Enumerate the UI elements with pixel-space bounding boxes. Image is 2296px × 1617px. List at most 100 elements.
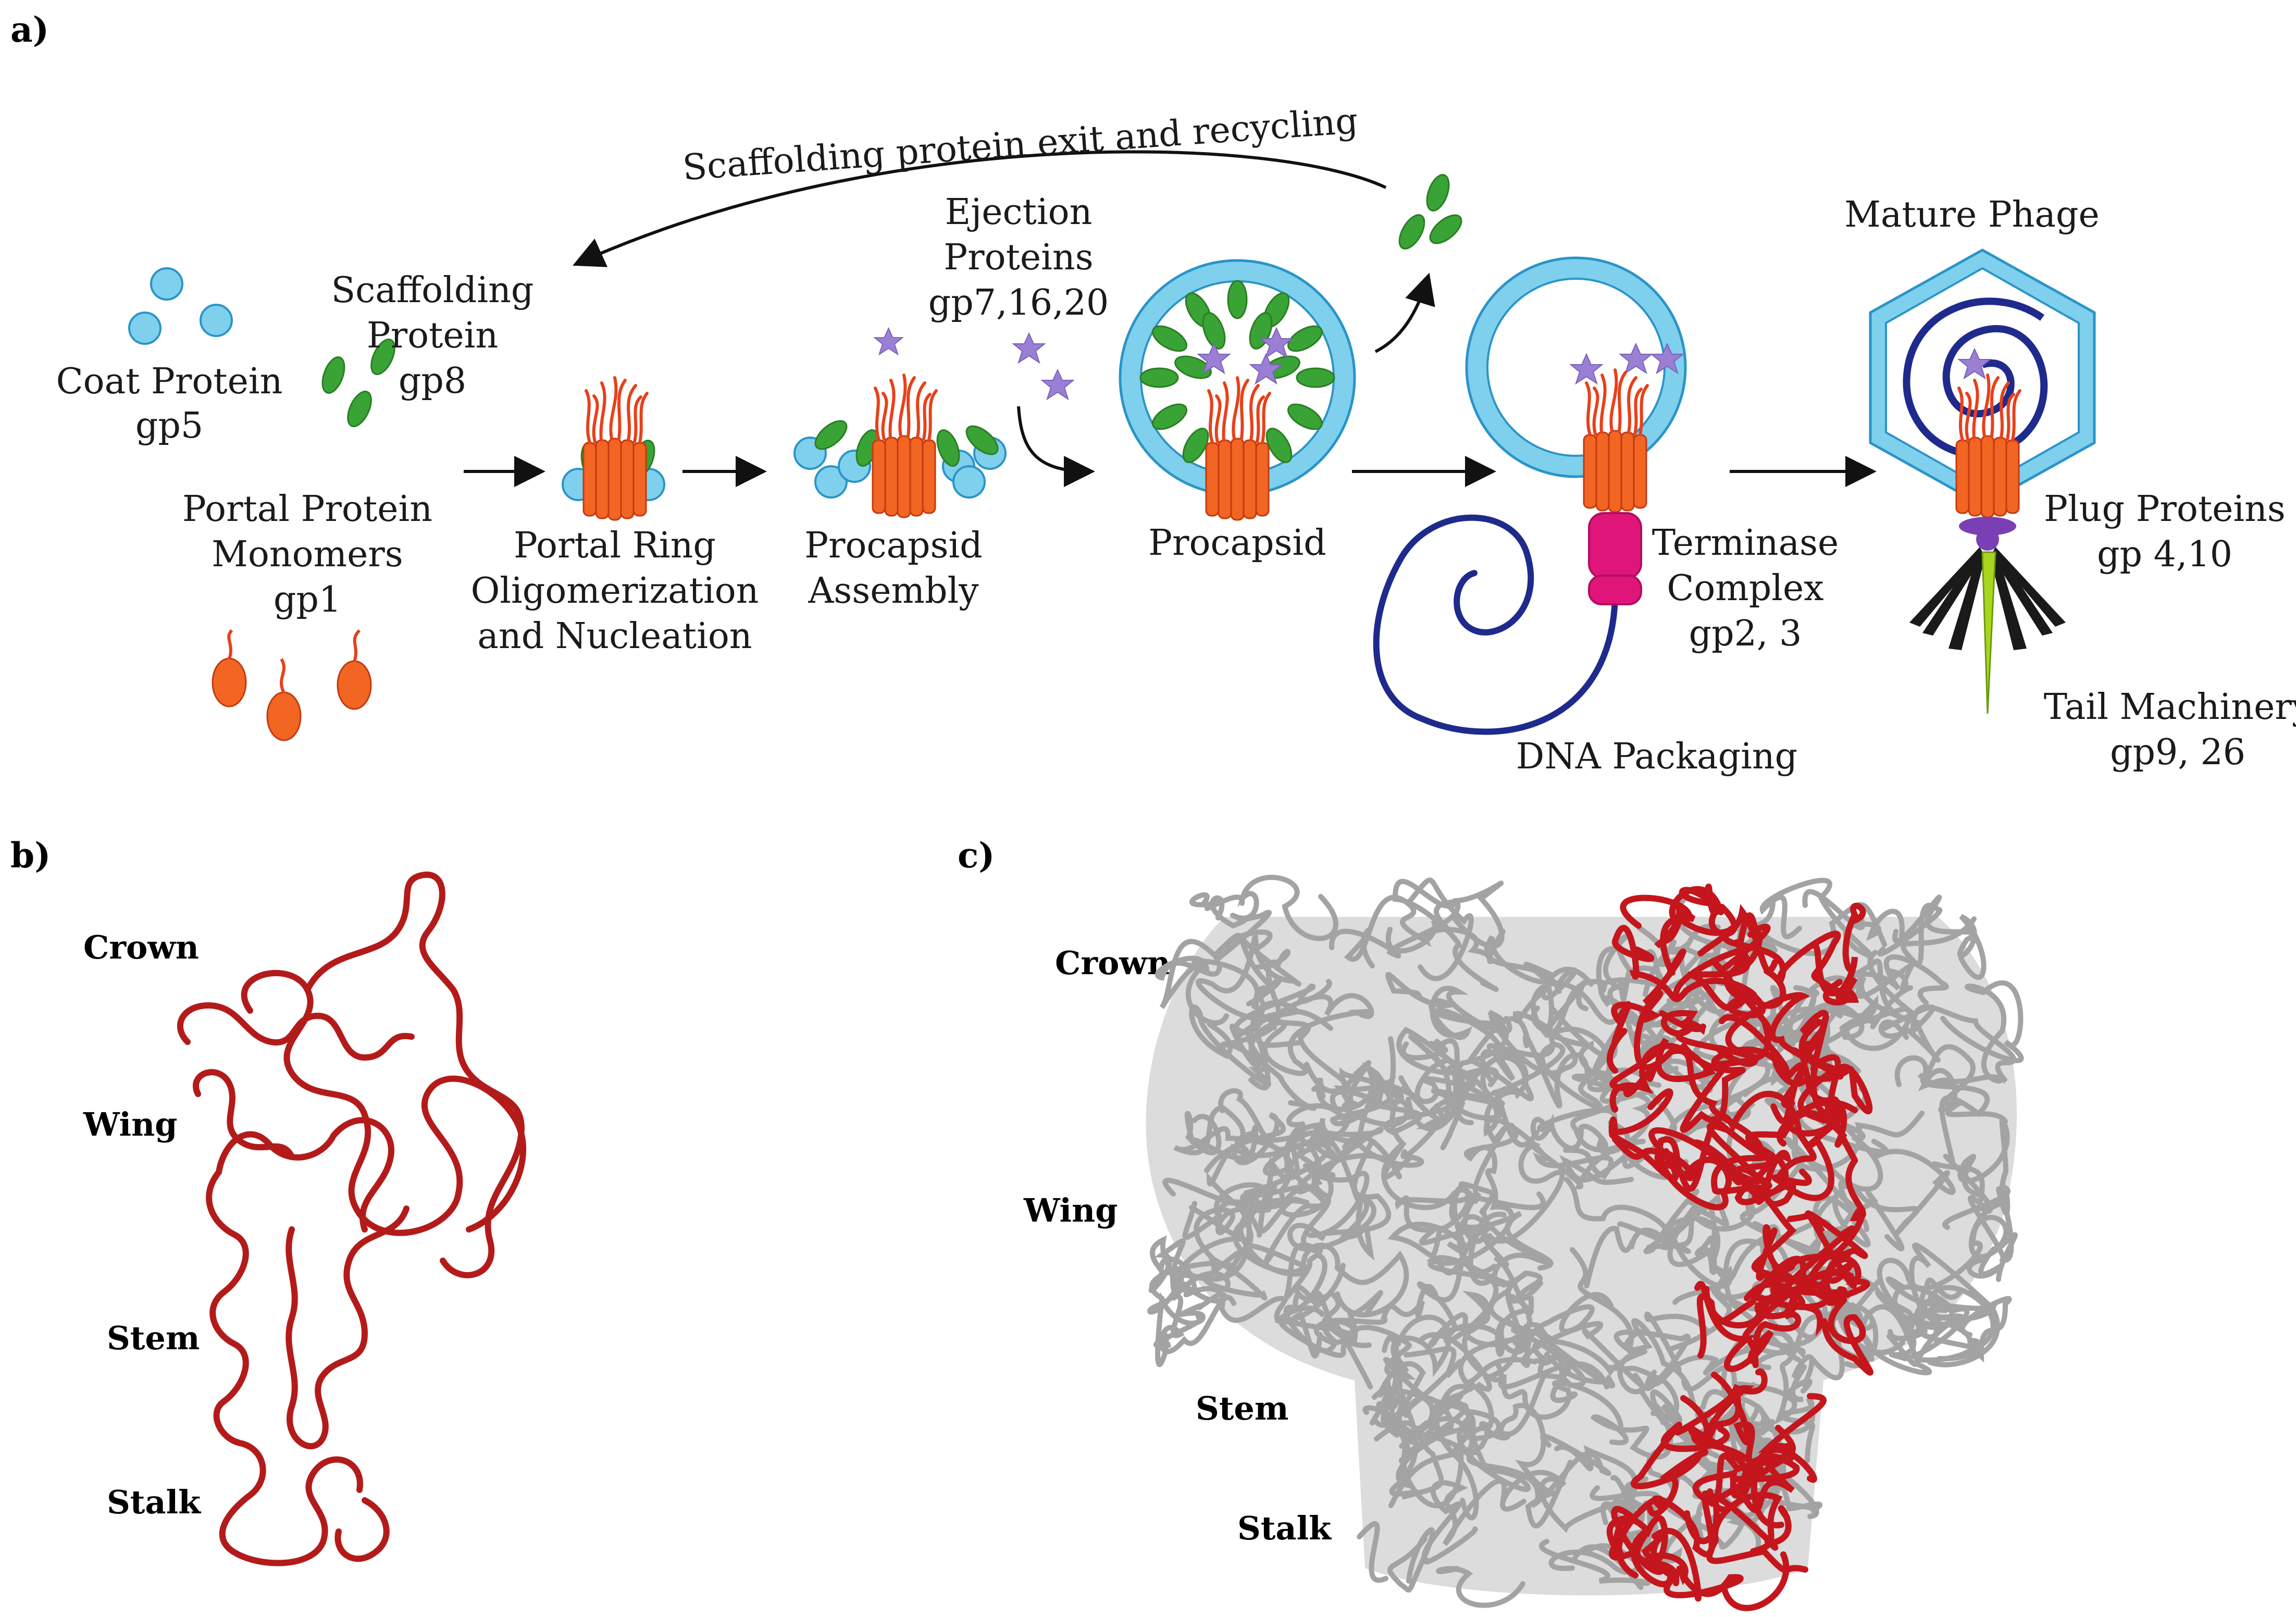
assembly-strand — [1844, 1267, 1970, 1362]
highlighted-monomer-strand — [1756, 1224, 1851, 1304]
highlighted-monomer-strand — [1646, 1552, 1744, 1598]
highlighted-monomer-strand — [1721, 1551, 1790, 1611]
dna-spiral-icon — [1373, 514, 1618, 735]
highlighted-monomer-strand — [1751, 1211, 1857, 1369]
highlighted-monomer-strand — [1652, 1528, 1702, 1602]
assembly-strand — [1388, 1425, 1611, 1509]
assembly-strand — [1461, 1322, 1558, 1441]
monomer-structure — [177, 872, 527, 1566]
assembly-strand — [1879, 1004, 2017, 1085]
highlighted-monomer-strand — [1771, 1054, 1846, 1201]
highlighted-monomer-strand — [1606, 948, 1686, 1074]
assembly-strand — [1290, 1290, 1383, 1359]
phage-capsid-icon — [1869, 248, 2096, 517]
empty-capsid-icon — [1465, 256, 1687, 478]
scaffolding-label-3: gp8 — [399, 360, 466, 402]
highlighted-monomer-strand — [1759, 1100, 1866, 1310]
assembly-strand — [1458, 1181, 1554, 1287]
portal-ring-label-1: Portal Ring — [514, 525, 716, 566]
portal-protein-label-3: gp1 — [274, 579, 341, 620]
procapsid-assembly-label-2: Assembly — [808, 570, 979, 612]
portal-protein-label-2: Monomers — [212, 534, 403, 575]
ejection-label-1: Ejection — [945, 192, 1093, 233]
assembly-strand — [1149, 1249, 1268, 1301]
assembly-strand — [1617, 1189, 1730, 1254]
b-label-stem: Stem — [107, 1319, 200, 1357]
assembly-strand — [1206, 1089, 1393, 1212]
assembly-structure — [1146, 875, 2024, 1611]
highlighted-monomer-strand — [1694, 1225, 1855, 1372]
plug-proteins-label-1: Plug Proteins — [2044, 489, 2286, 530]
assembly-strand — [1667, 1215, 1778, 1300]
highlighted-monomer-strand — [1654, 886, 1724, 976]
assembly-strand — [1329, 880, 1505, 959]
plug-icon — [1959, 517, 2016, 551]
assembly-strand — [1396, 1026, 1516, 1088]
tail-machinery-label-2: gp9, 26 — [2110, 732, 2245, 773]
assembly-strand — [1530, 1107, 1630, 1155]
tail-icon — [1909, 547, 2066, 714]
assembly-strand — [1274, 1134, 1402, 1324]
portal-monomer-icon — [212, 629, 372, 741]
highlighted-monomer-strand — [1630, 1422, 1730, 1517]
exiting-scaffold-icon — [1393, 171, 1467, 254]
assembly-strand — [1942, 1117, 2010, 1230]
assembly-strand — [1218, 1088, 1375, 1261]
assembly-strand — [1860, 1304, 1982, 1376]
procapsid-assembly-label-1: Procapsid — [804, 525, 983, 566]
assembly-strand — [1877, 1214, 2009, 1307]
procapsid-icon — [1119, 259, 1356, 520]
assembly-strand — [1357, 1521, 1388, 1583]
panel-label-c: c) — [958, 835, 995, 876]
assembly-strand — [1498, 1363, 1623, 1428]
coat-protein-label: Coat Protein — [56, 361, 283, 402]
highlighted-monomer-strand — [1745, 1047, 1847, 1159]
assembly-strand — [1387, 1527, 1435, 1593]
assembly-strand — [1194, 1181, 1277, 1262]
assembly-strand — [1570, 1247, 1691, 1391]
assembly-strand — [1287, 1140, 1391, 1252]
assembly-strand — [1877, 903, 1977, 967]
highlighted-monomer-strand — [1614, 1127, 1732, 1211]
assembly-strand — [1248, 993, 1374, 1076]
panel-label-a: a) — [10, 9, 49, 50]
coat-protein-icon — [128, 267, 233, 345]
assembly-strand — [1385, 972, 1512, 1040]
highlighted-monomer-strand — [1659, 1010, 1759, 1067]
terminase-label-2: Complex — [1667, 568, 1823, 609]
assembly-strand — [1407, 877, 1474, 981]
highlighted-monomer-strand — [1725, 992, 1844, 1147]
ejection-label-2: Proteins — [944, 237, 1093, 278]
portal-ring-label-2: Oligomerization — [471, 570, 759, 612]
assembly-strand — [1350, 1036, 1424, 1180]
highlighted-monomer-strand — [1679, 1091, 1817, 1192]
assembly-strand — [1485, 1005, 1618, 1148]
assembly-strand — [1195, 934, 1333, 1031]
assembly-strand — [1802, 889, 1865, 930]
assembly-strand — [1304, 1060, 1410, 1127]
c-label-crown: Crown — [1055, 944, 1171, 982]
mature-phage-label: Mature Phage — [1844, 194, 2100, 235]
assembly-strand — [1230, 875, 1338, 941]
highlighted-monomer-strand — [1711, 1372, 1817, 1483]
assembly-strand — [1253, 985, 1352, 1150]
assembly-strand — [1855, 963, 1941, 1063]
terminase-label-1: Terminase — [1652, 523, 1839, 564]
recycling-label: Scaffolding protein exit and recycling — [681, 101, 1359, 189]
assembly-strand — [1892, 894, 1987, 980]
panel-label-b: b) — [10, 835, 51, 876]
assembly-strand — [1436, 1566, 1525, 1608]
highlighted-monomer-strand — [1684, 1453, 1793, 1545]
assembly-strand — [1153, 1291, 1223, 1367]
highlighted-monomer-strand — [1744, 1281, 1873, 1376]
assembly-strand — [1381, 1143, 1471, 1258]
assembly-strand — [1785, 1354, 1815, 1402]
assembly-strand — [1275, 1284, 1372, 1353]
portal-protein-label-1: Portal Protein — [182, 489, 432, 530]
b-label-stalk: Stalk — [107, 1483, 202, 1521]
assembly-strand — [1765, 1086, 1925, 1172]
portal-ring-label-3: and Nucleation — [477, 616, 752, 657]
highlighted-monomer-strand — [1612, 925, 1786, 1009]
assembly-strand — [1967, 1186, 2018, 1282]
highlighted-monomer-strand — [1734, 1150, 1797, 1283]
